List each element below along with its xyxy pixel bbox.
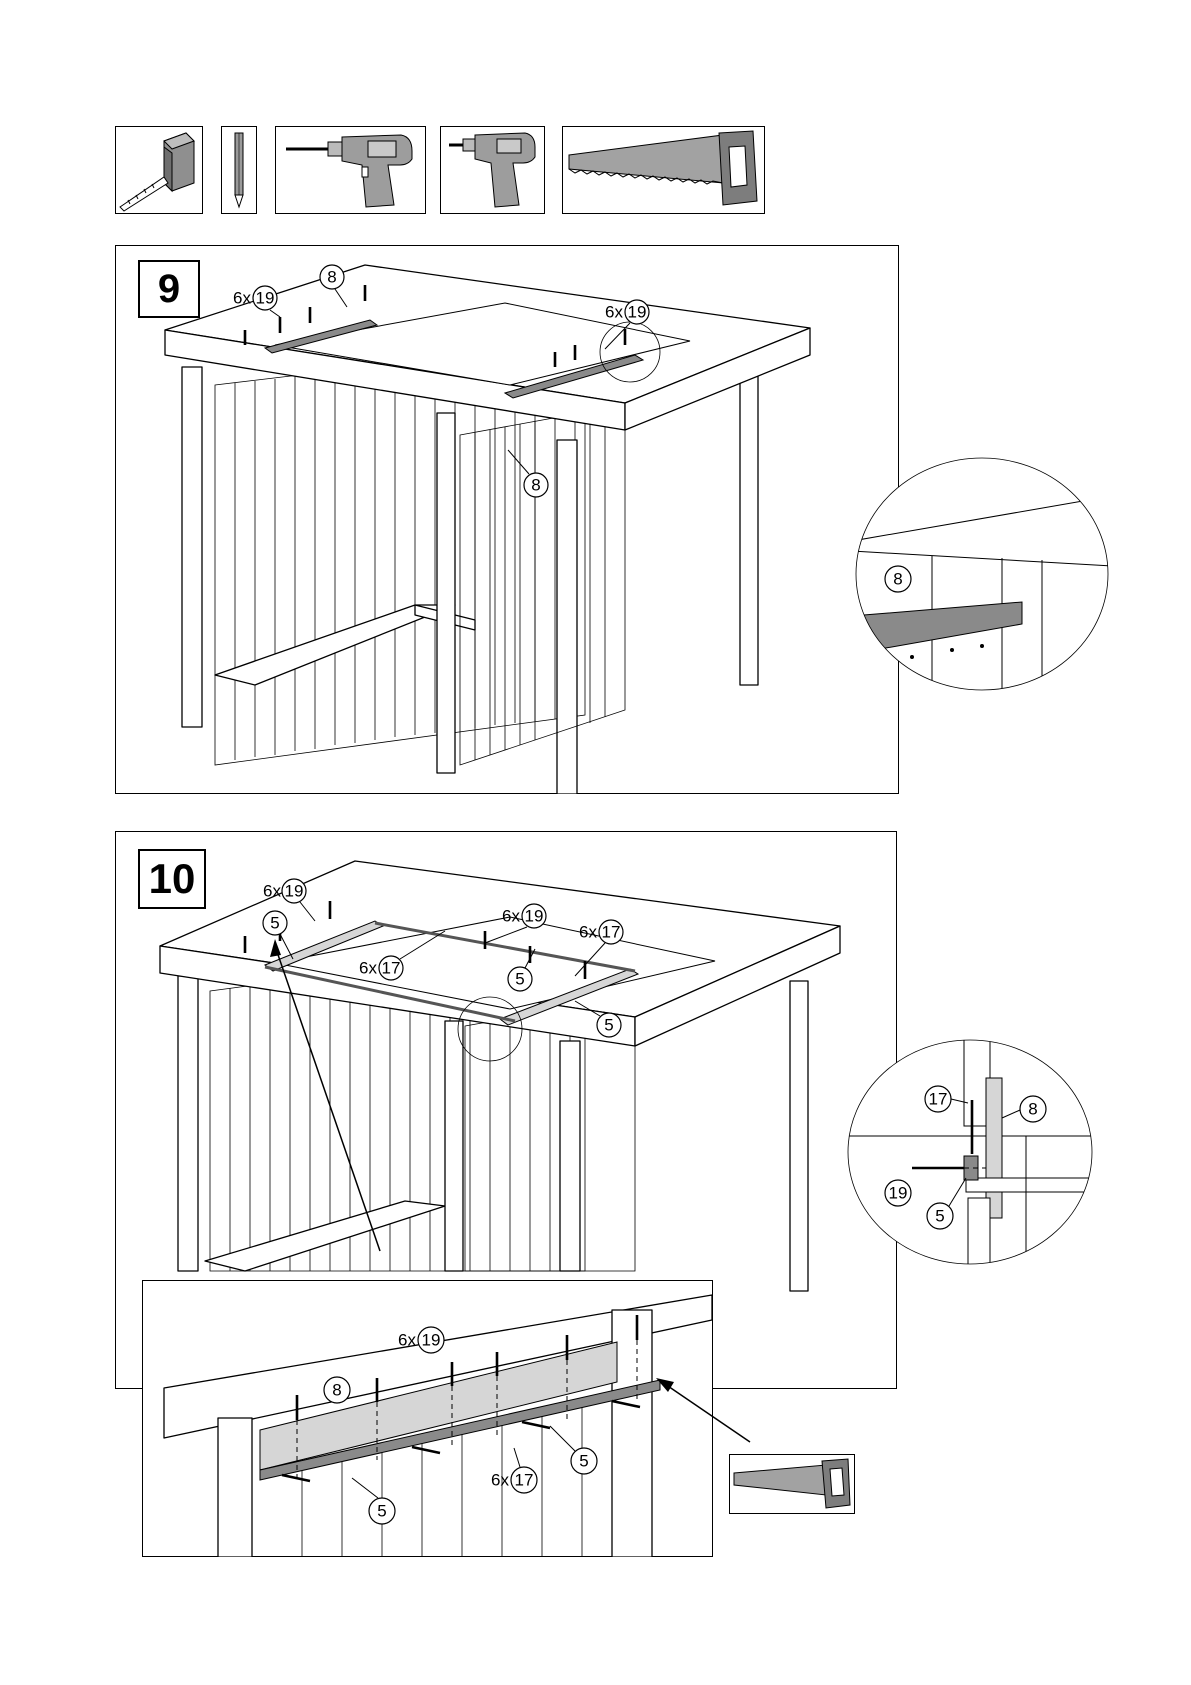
svg-text:8: 8 <box>531 476 540 495</box>
step-9-drawing: 6x 19 8 6x 19 8 <box>115 245 899 794</box>
svg-text:17: 17 <box>602 923 621 942</box>
pencil-icon <box>222 127 255 212</box>
step-9-detail: 8 <box>852 456 1112 696</box>
svg-text:8: 8 <box>1028 1100 1037 1119</box>
saw-cut-arrow <box>650 1370 770 1450</box>
door-post-right <box>560 1041 580 1271</box>
svg-text:17: 17 <box>515 1471 534 1490</box>
svg-text:6x: 6x <box>502 907 520 926</box>
saw-cut-tool <box>729 1454 855 1514</box>
closeup-callout-5-left: 5 <box>352 1478 395 1524</box>
closeup-callout-5-right: 5 <box>550 1426 597 1474</box>
closeup-callout-8: 8 <box>324 1377 350 1403</box>
svg-text:6x: 6x <box>491 1471 509 1490</box>
svg-text:5: 5 <box>604 1016 613 1035</box>
svg-text:6x: 6x <box>579 923 597 942</box>
door-post-left <box>445 1021 463 1271</box>
svg-text:19: 19 <box>889 1184 908 1203</box>
callout-8-mid: 8 <box>508 450 548 497</box>
saw-tool <box>562 126 765 214</box>
svg-text:19: 19 <box>525 907 544 926</box>
svg-text:6x: 6x <box>263 882 281 901</box>
svg-text:5: 5 <box>579 1452 588 1471</box>
closeup-callout-6x17: 6x 17 <box>491 1448 537 1493</box>
screwdriver-icon <box>441 127 543 212</box>
svg-text:6x: 6x <box>605 303 623 322</box>
door-post-left <box>437 413 455 773</box>
saw-icon <box>730 1455 853 1512</box>
saw-icon <box>563 127 763 212</box>
svg-text:6x: 6x <box>233 289 251 308</box>
svg-text:6x: 6x <box>398 1331 416 1350</box>
step-10-detail: 17 8 19 5 <box>846 1038 1096 1270</box>
svg-text:5: 5 <box>270 914 279 933</box>
drill-icon <box>276 127 424 212</box>
front-left-post <box>178 976 198 1271</box>
drill-tool <box>275 126 426 214</box>
closeup-post-left <box>218 1418 252 1557</box>
svg-text:5: 5 <box>935 1207 944 1226</box>
side-wall-ribs <box>475 409 605 760</box>
svg-text:5: 5 <box>515 970 524 989</box>
svg-text:19: 19 <box>285 882 304 901</box>
svg-text:8: 8 <box>893 570 902 589</box>
step-10-closeup: 6x 19 8 5 6x 17 5 <box>142 1280 713 1557</box>
lower-rail-left <box>205 1201 445 1271</box>
back-right-post <box>790 981 808 1291</box>
front-left-post <box>182 367 202 727</box>
svg-text:19: 19 <box>628 303 647 322</box>
svg-text:19: 19 <box>256 289 275 308</box>
back-right-post <box>740 365 758 685</box>
detail-callout-8: 8 <box>885 566 911 592</box>
side-wall <box>460 405 625 765</box>
svg-text:5: 5 <box>377 1502 386 1521</box>
detail-callout-19: 19 <box>885 1180 911 1206</box>
tape-measure-tool <box>115 126 203 214</box>
svg-text:8: 8 <box>332 1381 341 1400</box>
closeup-callout-6x19: 6x 19 <box>398 1327 444 1353</box>
door-post-right <box>557 440 577 794</box>
screwdriver-tool <box>440 126 545 214</box>
svg-text:8: 8 <box>327 268 336 287</box>
tape-measure-icon <box>116 127 201 212</box>
svg-text:19: 19 <box>422 1331 441 1350</box>
svg-text:17: 17 <box>382 959 401 978</box>
detail-board-8 <box>986 1078 1002 1218</box>
pencil-tool <box>221 126 257 214</box>
svg-text:17: 17 <box>929 1090 948 1109</box>
svg-text:6x: 6x <box>359 959 377 978</box>
closeup-post-right <box>612 1310 652 1557</box>
